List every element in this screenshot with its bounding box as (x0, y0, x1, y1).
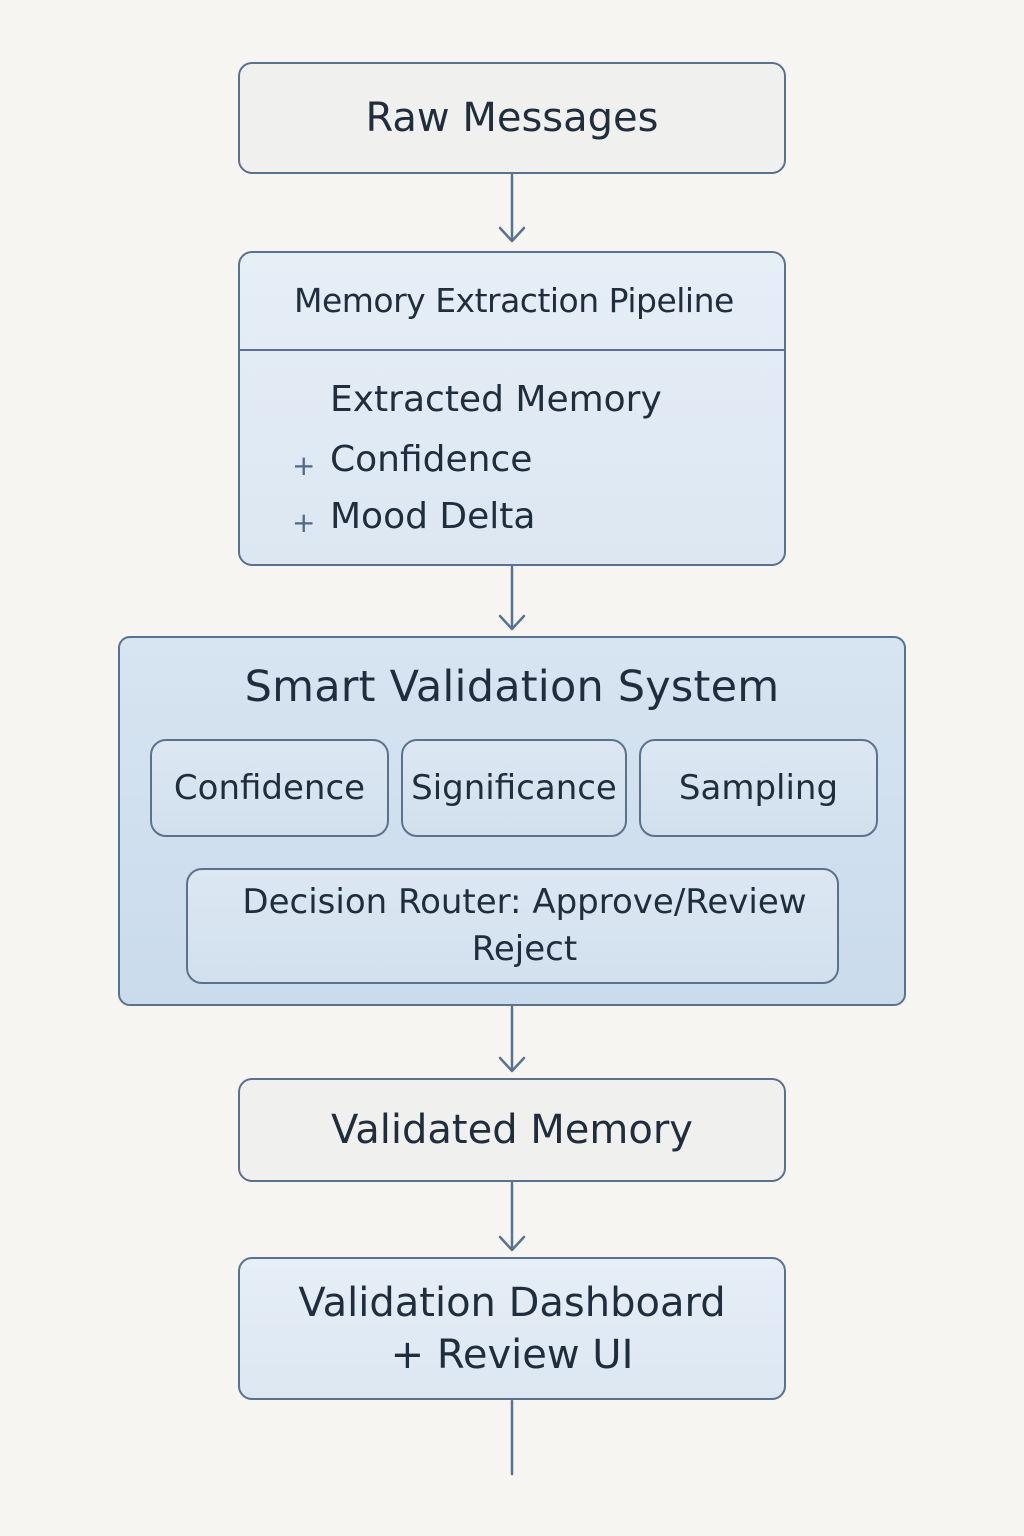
significance-check-label: Significance (411, 768, 617, 808)
memory-extraction-pipeline-node: Memory Extraction Pipeline Extracted Mem… (238, 251, 786, 566)
validated-memory-node: Validated Memory (238, 1078, 786, 1182)
decision-router-line1: Decision Router: Approve/Review (242, 882, 807, 922)
raw-messages-node: Raw Messages (238, 62, 786, 174)
decision-router-line2: Reject (471, 929, 578, 969)
dashboard-line2: + Review UI (390, 1331, 634, 1378)
validation-dashboard-node: Validation Dashboard + Review UI (238, 1257, 786, 1400)
significance-check-node: Significance (401, 739, 627, 837)
decision-router-node: Decision Router: Approve/Review Reject (186, 868, 839, 984)
pipeline-title: Memory Extraction Pipeline (294, 281, 734, 320)
arrowhead-raw-to-pipeline (498, 226, 526, 243)
pipeline-addition-mood-delta: Mood Delta (330, 496, 536, 537)
plus-icon: + (292, 449, 316, 482)
confidence-check-node: Confidence (150, 739, 389, 837)
confidence-check-label: Confidence (173, 768, 366, 808)
pipeline-divider (240, 349, 784, 351)
raw-messages-label: Raw Messages (365, 95, 659, 141)
arrowhead-validation-to-memory (498, 1056, 526, 1073)
pipeline-addition-confidence: Confidence (330, 439, 533, 480)
sampling-check-label: Sampling (678, 768, 839, 808)
arrowhead-memory-to-dashboard (498, 1235, 526, 1252)
smart-validation-system-node: Smart Validation System Confidence Signi… (118, 636, 906, 1006)
plus-icon: + (292, 506, 316, 539)
arrowhead-pipeline-to-validation (498, 614, 526, 631)
dashboard-line1: Validation Dashboard (298, 1279, 726, 1326)
pipeline-output-label: Extracted Memory (330, 379, 662, 420)
sampling-check-node: Sampling (639, 739, 878, 837)
validated-memory-label: Validated Memory (331, 1107, 693, 1153)
validation-system-title: Smart Validation System (244, 662, 780, 712)
